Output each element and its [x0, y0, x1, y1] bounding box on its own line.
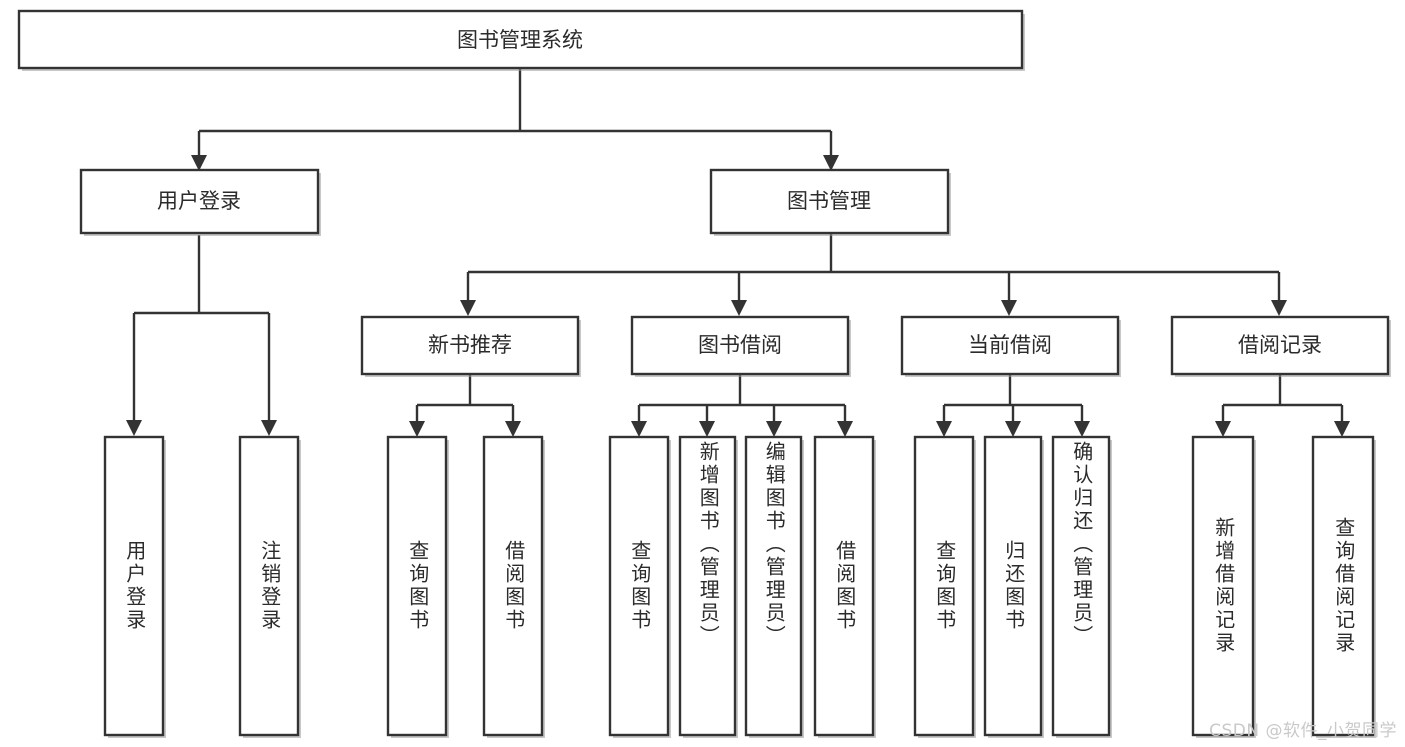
- connector-layer: [126, 69, 1350, 437]
- node-book-borrow[interactable]: 图书借阅: [630, 315, 851, 377]
- arrow-to-user-login: [191, 155, 207, 171]
- node-current-borrow[interactable]: 当前借阅: [900, 315, 1121, 377]
- node-layer: 图书管理系统 用户登录 图书管理 新书推荐 图书: [17, 9, 1391, 738]
- leaf-current-borrow-1[interactable]: [913, 435, 976, 738]
- leaf-borrow-record-1[interactable]: [1191, 435, 1256, 738]
- arrow-book-borrow-leaf-2: [699, 421, 715, 437]
- arrow-new-book-leaf-1: [409, 421, 425, 437]
- leaf-book-borrow-2[interactable]: [678, 435, 738, 738]
- node-root-label: 图书管理系统: [457, 28, 583, 52]
- arrow-book-borrow-leaf-3: [766, 421, 782, 437]
- node-book-management-label: 图书管理: [787, 189, 871, 213]
- node-book-management[interactable]: 图书管理: [709, 168, 951, 236]
- node-new-book-recommend[interactable]: 新书推荐: [360, 315, 581, 377]
- arrow-new-book-leaf-2: [505, 421, 521, 437]
- node-current-borrow-label: 当前借阅: [968, 333, 1052, 357]
- leaf-book-borrow-3[interactable]: [744, 435, 804, 738]
- arrow-book-borrow-leaf-4: [837, 421, 853, 437]
- arrow-user-login-leaf-1: [126, 420, 142, 436]
- leaf-current-borrow-2[interactable]: [983, 435, 1044, 738]
- leaf-book-borrow-1[interactable]: [608, 435, 671, 738]
- arrow-to-book-mgmt: [823, 155, 839, 171]
- arrow-borrow-record-leaf-1: [1215, 421, 1231, 437]
- arrow-to-current-borrow: [1001, 300, 1017, 316]
- arrow-to-borrow-record: [1271, 300, 1287, 316]
- leaf-current-borrow-3[interactable]: [1051, 435, 1112, 738]
- node-user-login-label: 用户登录: [157, 189, 241, 213]
- leaf-user-login-1[interactable]: [103, 435, 166, 738]
- leaf-borrow-record-2[interactable]: [1311, 435, 1376, 738]
- node-root[interactable]: 图书管理系统: [17, 9, 1025, 71]
- arrow-to-book-borrow: [731, 300, 747, 316]
- arrow-borrow-record-leaf-2: [1334, 421, 1350, 437]
- leaf-book-borrow-4[interactable]: [813, 435, 876, 738]
- arrow-to-new-book: [460, 300, 476, 316]
- leaf-user-login-2[interactable]: [238, 435, 301, 738]
- node-user-login[interactable]: 用户登录: [79, 168, 321, 236]
- node-borrow-record-label: 借阅记录: [1238, 333, 1322, 357]
- arrow-current-borrow-leaf-1: [936, 421, 952, 437]
- arrow-book-borrow-leaf-1: [631, 421, 647, 437]
- node-book-borrow-label: 图书借阅: [698, 333, 782, 357]
- arrow-current-borrow-leaf-2: [1005, 421, 1021, 437]
- leaf-new-book-2[interactable]: [482, 435, 545, 738]
- node-borrow-record[interactable]: 借阅记录: [1170, 315, 1391, 377]
- leaf-new-book-1[interactable]: [386, 435, 449, 738]
- arrow-user-login-leaf-2: [261, 420, 277, 436]
- node-new-book-recommend-label: 新书推荐: [428, 333, 512, 357]
- arrow-current-borrow-leaf-3: [1074, 421, 1090, 437]
- csdn-watermark: CSDN @软件_小贺同学: [1209, 721, 1397, 741]
